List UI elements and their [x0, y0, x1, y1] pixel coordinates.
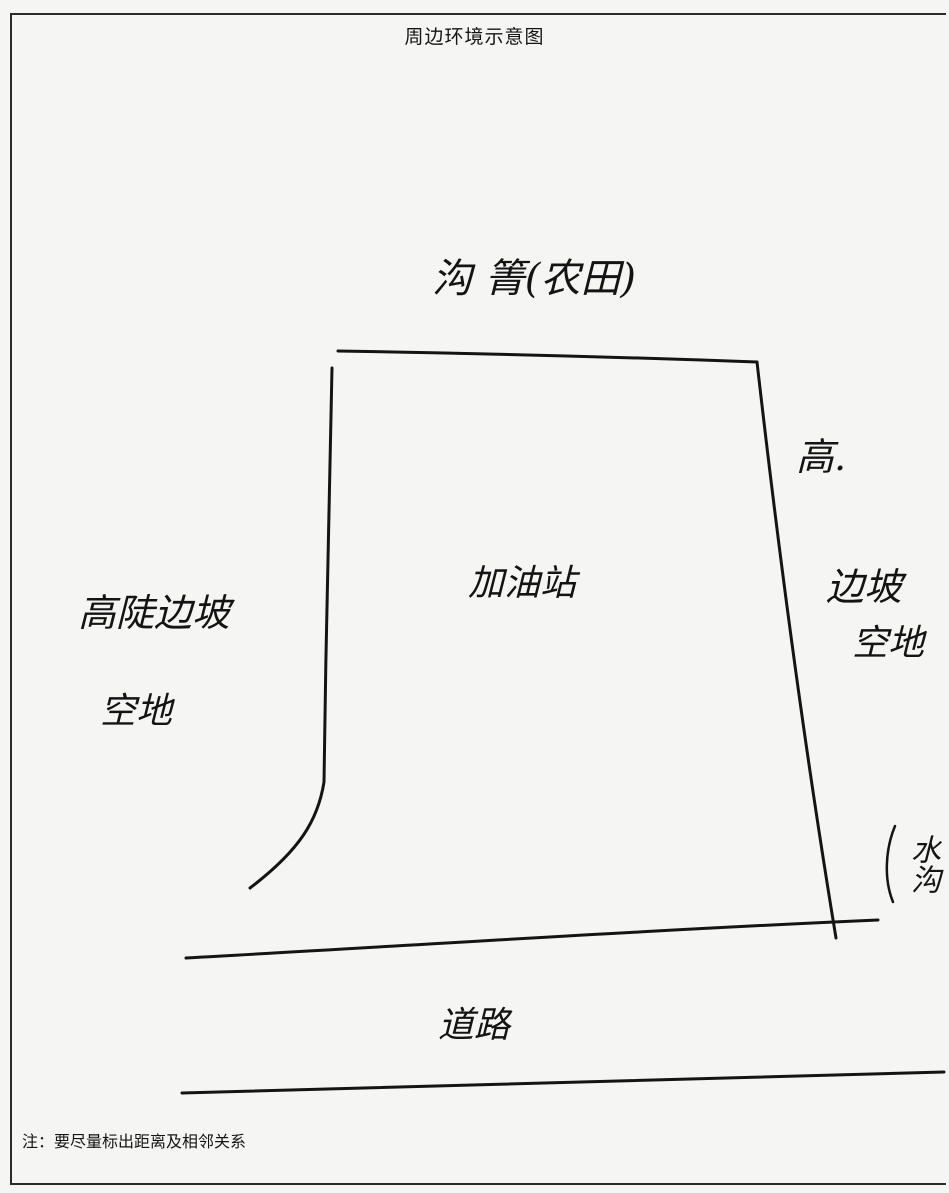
page-title: 周边环境示意图	[404, 26, 545, 48]
south-label-road: 道路	[438, 1005, 511, 1046]
road-lower-edge	[180, 1070, 946, 1095]
road-upper-edge	[184, 918, 880, 960]
ditch-mark	[885, 824, 897, 904]
station-left-boundary	[248, 366, 334, 890]
east-label-high: 高.	[796, 435, 847, 479]
southeast-label-ditch: 水沟	[905, 834, 940, 894]
west-label-empty: 空地	[100, 691, 173, 732]
east-label-slope: 边坡	[826, 565, 903, 609]
west-label-slope: 高陡边坡	[78, 591, 231, 635]
station-top-boundary	[336, 349, 759, 364]
station-right-boundary	[755, 360, 838, 940]
footer-note: 注：要尽量标出距离及相邻关系	[22, 1132, 247, 1151]
north-label: 沟 箐(农田)	[432, 256, 636, 302]
center-label-station: 加油站	[468, 563, 577, 604]
east-label-empty: 空地	[852, 623, 925, 664]
form-frame	[10, 13, 946, 1185]
